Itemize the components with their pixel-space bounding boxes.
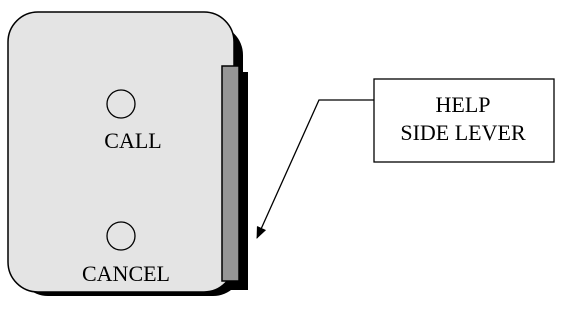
help-side-lever[interactable] [221, 65, 240, 282]
callout-line-2: SIDE LEVER [400, 120, 526, 145]
cancel-button[interactable] [106, 221, 136, 251]
callout-box [373, 78, 555, 163]
call-label: CALL [104, 128, 161, 153]
call-button[interactable] [106, 89, 136, 119]
callout-leader-arrow [256, 99, 374, 239]
callout-line-1: HELP [436, 92, 491, 117]
cancel-label: CANCEL [82, 261, 170, 286]
